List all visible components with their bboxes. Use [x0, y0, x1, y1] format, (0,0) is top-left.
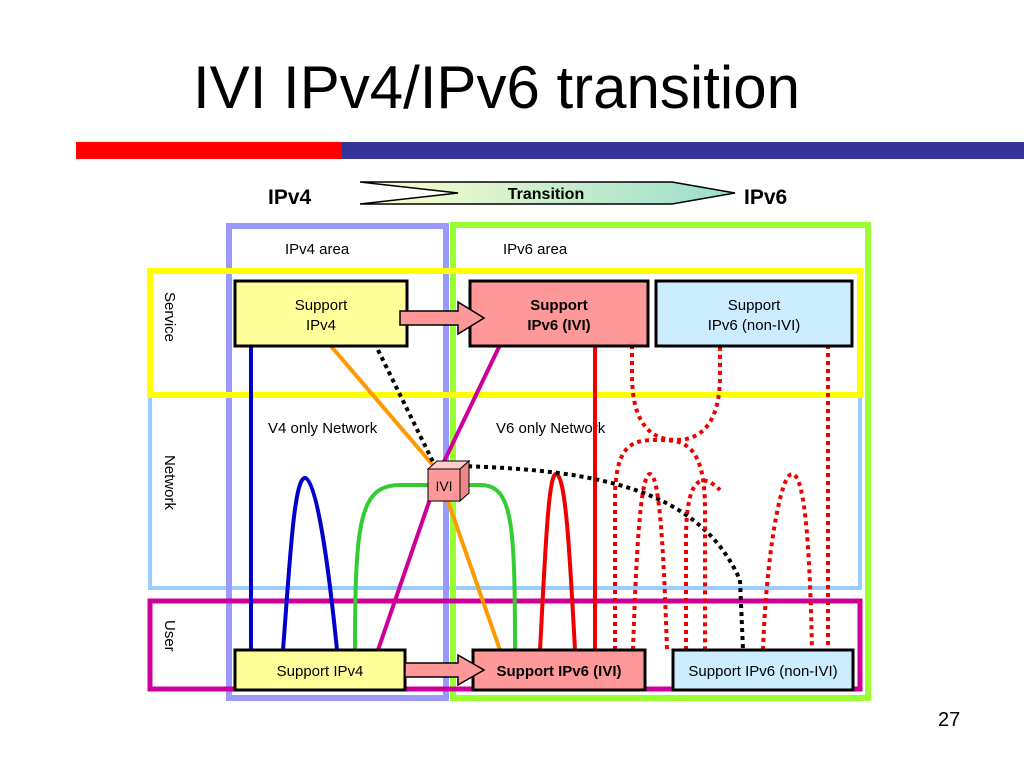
user-transition-arrow — [404, 653, 486, 687]
service-transition-arrow — [399, 300, 486, 336]
service-layer-label: Service — [161, 292, 178, 342]
connection-lines — [249, 343, 830, 651]
header-ipv4-label: IPv4 — [268, 186, 312, 209]
transition-arrow — [359, 181, 736, 205]
v4-network-label: V4 only Network — [268, 420, 378, 437]
title-underline-red — [76, 142, 342, 159]
service-box-ivi-line1: Support — [530, 297, 588, 314]
user-box-nonivi: Support IPv6 (non-IVI) — [671, 648, 855, 692]
user-box-ipv4-label: Support IPv4 — [277, 663, 364, 680]
user-layer-label: User — [161, 620, 178, 652]
service-box-ivi: Support IPv6 (IVI) — [468, 279, 650, 348]
title-underline-blue — [342, 142, 1024, 159]
service-box-ipv4: Support IPv4 — [233, 279, 409, 348]
service-box-nonivi-line1: Support — [728, 297, 781, 314]
user-box-ipv4: Support IPv4 — [233, 648, 407, 692]
slide-title: IVI IPv4/IPv6 transition — [193, 54, 800, 121]
service-box-ipv4-line1: Support — [295, 297, 348, 314]
network-layer-label: Network — [161, 455, 178, 511]
ipv4-area-label: IPv4 area — [285, 241, 350, 258]
service-box-ivi-line2: IPv6 (IVI) — [527, 317, 590, 334]
user-box-nonivi-label: Support IPv6 (non-IVI) — [688, 663, 837, 680]
ivi-translator-label: IVI — [435, 478, 452, 494]
service-box-ipv4-line2: IPv4 — [306, 317, 336, 334]
service-box-nonivi-line2: IPv6 (non-IVI) — [708, 317, 801, 334]
user-box-ivi: Support IPv6 (IVI) — [471, 648, 647, 692]
ipv6-area-label: IPv6 area — [503, 241, 568, 258]
service-box-nonivi: Support IPv6 (non-IVI) — [654, 279, 854, 348]
page-number: 27 — [938, 709, 961, 731]
transition-label: Transition — [508, 186, 584, 203]
v6-network-label: V6 only Network — [496, 420, 606, 437]
ivi-translator-cube: IVI — [426, 459, 471, 503]
service-layer-band — [147, 268, 863, 398]
user-box-ivi-label: Support IPv6 (IVI) — [496, 663, 621, 680]
header-ipv6-label: IPv6 — [744, 186, 787, 209]
